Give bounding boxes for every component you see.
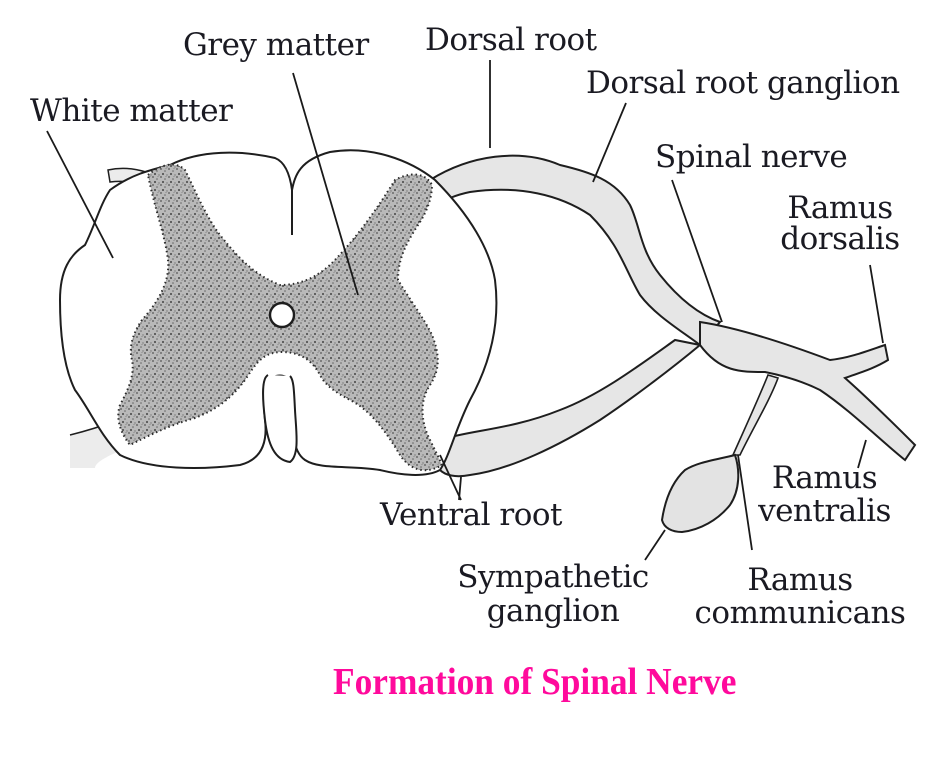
label-ramus-ventralis-line1: Ramus <box>771 460 878 496</box>
label-sympathetic-ganglion: Sympathetic ganglion <box>448 560 658 628</box>
label-white-matter: White matter <box>30 93 233 129</box>
label-grey-matter: Grey matter <box>183 27 369 63</box>
label-ramus-dorsalis-line2: dorsalis <box>780 221 900 257</box>
sympathetic-ganglion <box>660 453 740 534</box>
label-sympathetic-ganglion-line2: ganglion <box>486 593 620 630</box>
label-spinal-nerve: Spinal nerve <box>655 139 848 175</box>
leader-dorsal-root-ganglion <box>592 102 627 183</box>
ramus-communicans-branch <box>731 374 780 456</box>
leader-spinal-nerve <box>671 179 723 323</box>
leader-lines <box>46 60 884 561</box>
central-canal <box>268 301 296 329</box>
leader-ramus-dorsalis <box>869 264 884 344</box>
label-ventral-root: Ventral root <box>380 497 562 533</box>
label-dorsal-root-ganglion: Dorsal root ganglion <box>586 65 900 101</box>
ventral-median-fissure <box>262 374 298 464</box>
leader-ramus-ventralis <box>857 439 867 469</box>
label-ramus-dorsalis-line1: Ramus <box>787 190 893 226</box>
leader-grey-matter <box>292 72 359 296</box>
label-ramus-ventralis-line2: ventralis <box>758 492 891 529</box>
diagram-title: Formation of Spinal Nerve <box>333 661 737 703</box>
label-ramus-communicans: Ramus communicans <box>685 564 915 629</box>
leader-ramus-communicans <box>737 454 753 551</box>
label-sympathetic-ganglion-line1: Sympathetic <box>457 559 649 595</box>
leader-sympathetic-ganglion <box>644 529 666 561</box>
label-ramus-communicans-line1: Ramus <box>747 562 853 598</box>
label-ramus-dorsalis: Ramus dorsalis <box>775 193 905 255</box>
label-ramus-communicans-line2: communicans <box>694 594 906 631</box>
spinal-nerve-trunk <box>699 320 917 462</box>
leader-ventral-root-b <box>439 454 462 501</box>
leader-white-matter <box>46 130 114 259</box>
label-ramus-ventralis: Ramus ventralis <box>752 462 897 527</box>
label-dorsal-root: Dorsal root <box>425 22 597 58</box>
ventral-root <box>439 338 703 478</box>
